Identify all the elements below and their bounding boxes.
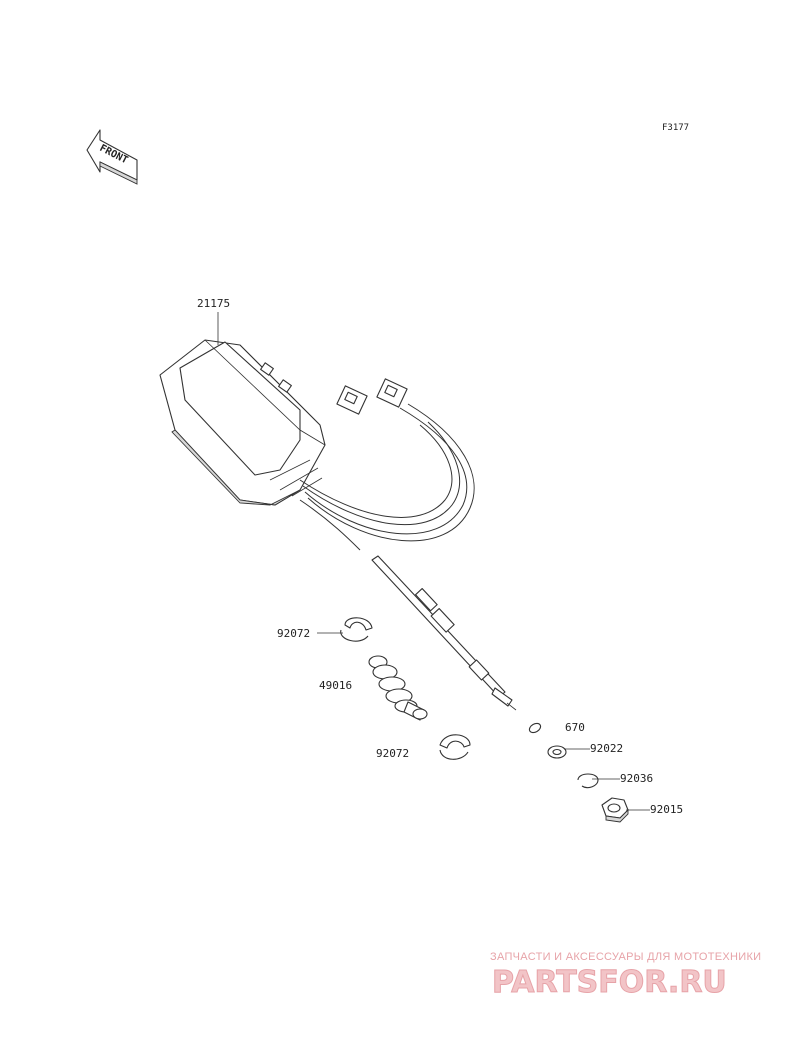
callout-92072-lower: 92072 (376, 747, 409, 760)
connector-right-icon (376, 378, 408, 408)
front-direction-arrow-icon: FRONT (86, 129, 138, 185)
wire-harness (299, 403, 475, 551)
figure-code: F3177 (662, 123, 689, 133)
clamp-92072-lower (439, 734, 471, 760)
clip-92036 (577, 773, 599, 789)
callout-92015: 92015 (650, 803, 683, 816)
nut-92015 (601, 797, 629, 823)
o-ring-670 (528, 722, 542, 734)
callout-49016: 49016 (319, 679, 352, 692)
callout-670: 670 (565, 721, 585, 734)
connector-left-icon (336, 385, 368, 415)
washer-92022 (547, 745, 567, 759)
cable-rod (371, 555, 517, 711)
callout-21175: 21175 (197, 297, 230, 310)
actuator-unit-21175 (159, 339, 326, 506)
leader-lines (217, 312, 650, 811)
callout-92036: 92036 (620, 772, 653, 785)
watermark-logo: PARTSFOR.RU (492, 965, 727, 999)
rubber-boot-49016 (368, 655, 428, 721)
watermark-logo-text: PARTSFOR.RU (492, 965, 727, 998)
callout-92072-upper: 92072 (277, 627, 310, 640)
watermark-caption: ЗАПЧАСТИ И АКСЕССУАРЫ ДЛЯ МОТОТЕХНИКИ (490, 951, 762, 963)
callout-92022: 92022 (590, 742, 623, 755)
clamp-92072-upper (340, 617, 373, 642)
